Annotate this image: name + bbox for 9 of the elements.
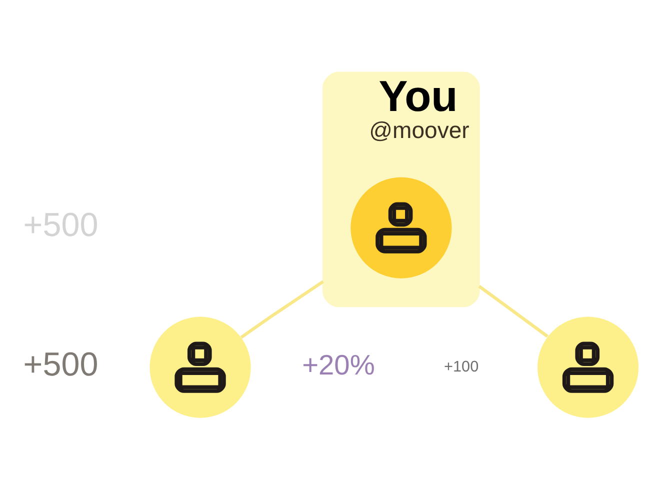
cluster: You @moover	[322, 72, 480, 308]
connector	[240, 280, 324, 339]
label: +20%	[302, 350, 375, 380]
node-person	[150, 316, 251, 418]
node-person	[350, 177, 452, 278]
connector	[478, 285, 548, 338]
label: +100	[444, 358, 479, 376]
node-person	[537, 316, 639, 418]
label: +500	[23, 346, 98, 384]
